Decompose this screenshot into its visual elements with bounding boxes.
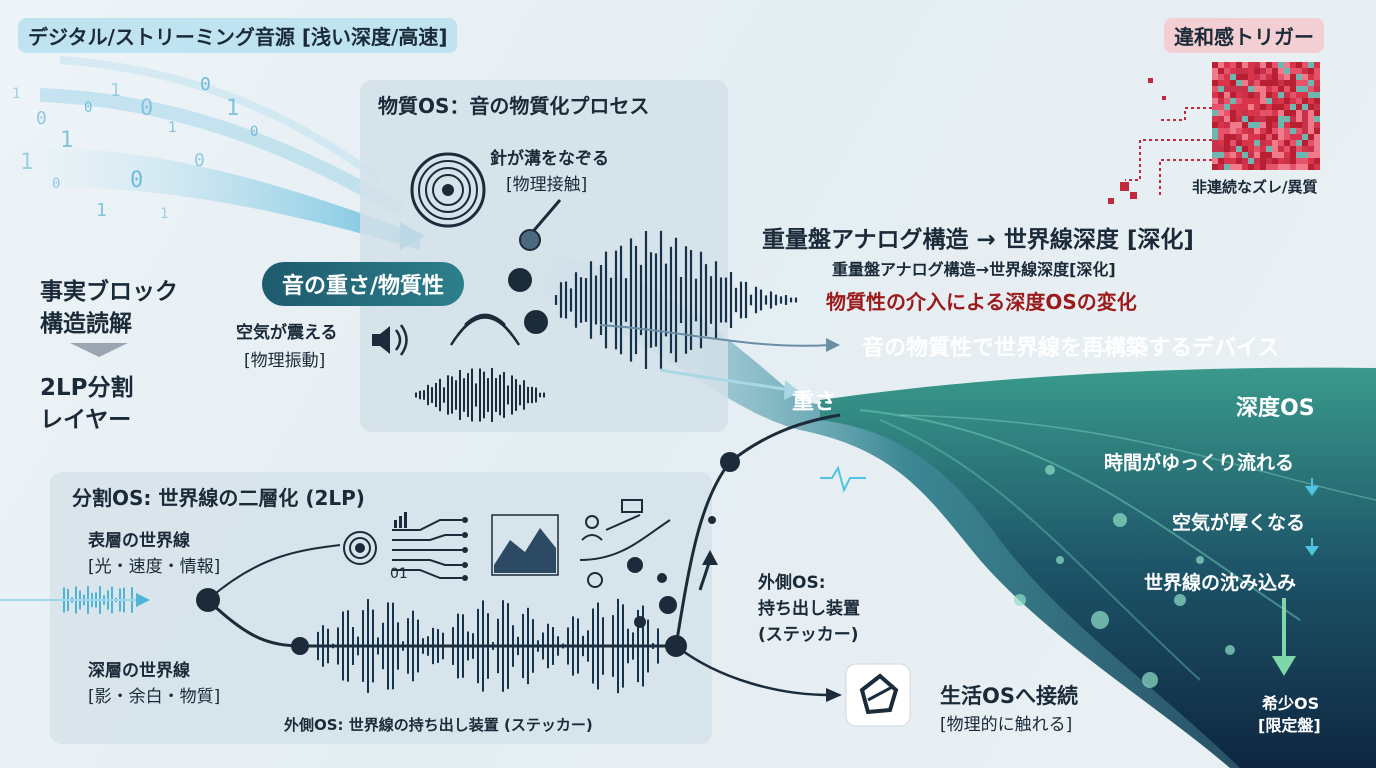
vinyl-record-icon [410,152,486,228]
split-layer-line2: レイヤー [40,407,132,433]
depth-step-3: 世界線の沈み込み [1144,572,1297,594]
vibration-arcs-icon [449,313,521,346]
bar-mini-icon [394,512,407,528]
to-life-arrow-icon [826,688,842,702]
binary-digit: 0 [36,108,47,129]
depth-step-1: 時間がゆっくり流れる [1104,452,1295,474]
user-flow-icon [579,499,671,588]
pulse-icon [820,465,866,493]
binary-digit: 1 [12,86,21,102]
depth-arrow-3-icon [1272,656,1296,676]
split-panel-title: 分割OS: 世界線の二層化 (2LP) [72,486,365,510]
material-panel-title: 物質OS：音の物質化プロセス [378,94,650,118]
binary-digits-label: 01 [390,566,408,582]
left-down-arrow-icon [70,343,128,357]
air-line2: [物理振動] [244,351,326,371]
needle-icon [519,199,562,251]
depth-step-2: 空気が厚くなる [1172,512,1306,534]
depth-layers [820,367,1376,768]
outer-os-line3: (ステッカー) [758,625,859,645]
surface-line2: [光・速度・情報] [88,557,221,577]
area-chart-icon [491,514,559,576]
deep-waveform [317,598,659,694]
flow-waveform [554,230,798,370]
life-os-line2: [物理的に触れる] [940,715,1073,735]
streaming-source-tag: デジタル/ストリーミング音源 [浅い深度/高速] [18,18,458,53]
target-icon [343,531,377,565]
binary-digit: 0 [84,100,93,116]
sticker-icon [845,663,911,727]
air-line1: 空気が震える [236,323,338,343]
up-arrow-icon [702,550,718,565]
depth-arrow-2-icon [1305,546,1319,556]
binary-digit: 0 [250,124,259,140]
fact-block-line2: 構造読解 [40,311,132,337]
analog-subtitle: 重量盤アナログ構造→世界線深度[深化] [832,260,1116,279]
depth-arrow-1-icon [1305,486,1319,496]
entry-arrow-icon [136,593,150,607]
glitch-connectors [1125,107,1212,195]
binary-digit: 1 [110,80,121,101]
outer-os-line2: 持ち出し装置 [758,599,860,619]
life-os-line1: 生活OSへ接続 [940,684,1078,708]
binary-digit: 0 [200,74,211,95]
needle-line2: [物理接触] [506,175,588,195]
binary-digit: 1 [160,206,169,222]
binary-digit: 1 [60,128,74,153]
needle-line1: 針が溝をなぞる [490,149,609,169]
discomfort-trigger-tag: 違和感トリガー [1164,18,1324,53]
glitch-caption: 非連続なズレ/異質 [1192,178,1318,196]
glitch-graphic [1212,62,1320,170]
fact-block-line1: 事実ブロック [40,279,178,305]
analog-title: 重量盤アナログ構造 → 世界線深度 [深化] [762,227,1194,253]
rare-os-line2: [限定盤] [1258,716,1321,735]
rare-os-line1: 希少OS [1262,694,1320,713]
binary-digit: 1 [226,96,240,121]
binary-digit: 0 [194,150,205,171]
binary-digit: 0 [140,96,154,121]
material-pill: 音の重さ/物質性 [262,262,465,306]
binary-digit: 0 [52,176,61,192]
node-top [508,268,532,292]
arrow-to-weight-icon [784,380,800,400]
speaker-icon [372,324,408,356]
outer-os-line1: 外側OS: [758,573,826,593]
material-panel-bg [360,80,728,432]
surface-line1: 表層の世界線 [88,531,190,551]
depth-os-title: 深度OS [1236,396,1315,421]
split-bottom-caption: 外側OS: 世界線の持ち出し装置 (ステッカー) [284,716,593,734]
digital-stream-flow [0,148,420,250]
binary-digit: 1 [168,120,177,136]
binary-digit: 0 [130,168,144,193]
binary-digit: 1 [20,150,34,175]
circuit-icon [392,519,462,579]
weight-label: 重さ [792,390,837,415]
split-layer-line1: 2LP分割 [40,375,134,401]
binary-digit: 1 [96,200,107,221]
analog-red-text: 物質性の介入による深度OSの変化 [826,290,1137,314]
device-banner: 音の物質性で世界線を再構築するデバイス [862,336,1280,361]
node-mid [524,310,548,334]
deep-line2: [影・余白・物質] [88,687,221,707]
panel-waveform [415,368,545,422]
arrow-to-banner-icon [826,338,840,352]
deep-line1: 深層の世界線 [88,661,190,681]
